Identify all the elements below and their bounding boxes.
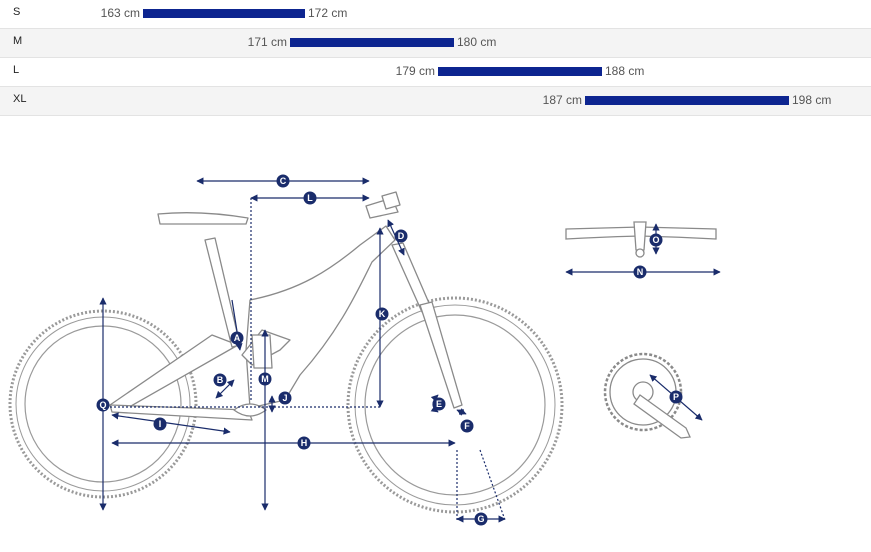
marker-letter: C [280, 176, 287, 186]
size-label: M [13, 35, 23, 47]
height-max: 180 cm [457, 35, 497, 49]
size-row-s: S 163 cm 172 cm [0, 0, 871, 29]
marker-letter: O [652, 235, 659, 245]
marker-i: I [153, 417, 167, 431]
marker-letter: M [261, 374, 269, 384]
marker-letter: D [398, 231, 405, 241]
size-chart: S 163 cm 172 cm M 171 cm 180 cm L 179 cm… [0, 0, 871, 116]
height-range-bar [143, 9, 305, 18]
marker-n: N [633, 265, 647, 279]
marker-letter: B [217, 375, 224, 385]
geometry-markers: A B C D E F G H I J K L M N O P Q [96, 174, 683, 526]
size-row-l: L 179 cm 188 cm [0, 58, 871, 87]
marker-badge [96, 398, 110, 412]
height-min: 163 cm [100, 6, 140, 20]
marker-o: O [649, 233, 663, 247]
marker-badge [669, 390, 683, 404]
height-min: 171 cm [247, 35, 287, 49]
marker-letter: A [234, 333, 241, 343]
marker-c: C [276, 174, 290, 188]
marker-letter: G [477, 514, 484, 524]
marker-badge [213, 373, 227, 387]
marker-badge [230, 331, 244, 345]
height-range-bar [290, 38, 454, 47]
size-label: L [13, 64, 20, 76]
marker-letter: J [282, 393, 287, 403]
handlebar [565, 221, 717, 258]
marker-badge [258, 372, 272, 386]
marker-badge [649, 233, 663, 247]
marker-badge [474, 512, 488, 526]
bike-frame [109, 191, 463, 421]
marker-letter: E [436, 399, 442, 409]
front-wheel [346, 296, 564, 514]
marker-h: H [297, 436, 311, 450]
size-row-m: M 171 cm 180 cm [0, 29, 871, 58]
height-max: 198 cm [792, 93, 832, 107]
marker-badge [297, 436, 311, 450]
height-max: 172 cm [308, 6, 348, 20]
marker-badge [278, 391, 292, 405]
marker-badge [460, 419, 474, 433]
height-range: 187 cm 198 cm [543, 93, 832, 107]
marker-letter: I [159, 419, 162, 429]
marker-letter: Q [99, 400, 106, 410]
marker-badge [153, 417, 167, 431]
marker-badge [375, 307, 389, 321]
marker-g: G [474, 512, 488, 526]
marker-e: E [432, 397, 446, 411]
marker-badge [303, 191, 317, 205]
height-range: 163 cm 172 cm [101, 6, 348, 20]
marker-letter: F [464, 421, 470, 431]
marker-d: D [394, 229, 408, 243]
height-min: 187 cm [542, 93, 582, 107]
marker-m: M [258, 372, 272, 386]
marker-badge [633, 265, 647, 279]
marker-letter: N [637, 267, 644, 277]
marker-letter: H [301, 438, 308, 448]
size-label: XL [13, 93, 27, 105]
marker-badge [276, 174, 290, 188]
marker-l: L [303, 191, 317, 205]
height-range: 171 cm 180 cm [248, 35, 497, 49]
size-label: S [13, 6, 21, 18]
size-row-xl: XL 187 cm 198 cm [0, 87, 871, 116]
marker-q: Q [96, 398, 110, 412]
height-max: 188 cm [605, 64, 645, 78]
marker-badge [432, 397, 446, 411]
height-range: 179 cm 188 cm [396, 64, 645, 78]
marker-j: J [278, 391, 292, 405]
marker-badge [394, 229, 408, 243]
height-range-bar [585, 96, 789, 105]
marker-letter: P [673, 392, 679, 402]
marker-p: P [669, 390, 683, 404]
height-range-bar [438, 67, 602, 76]
marker-letter: L [307, 193, 313, 203]
marker-f: F [460, 419, 474, 433]
marker-b: B [213, 373, 227, 387]
marker-k: K [375, 307, 389, 321]
marker-letter: K [379, 309, 386, 319]
bike-geometry-diagram: A B C D E F G H I J K L M N O P Q [8, 174, 721, 526]
height-min: 179 cm [395, 64, 435, 78]
marker-a: A [230, 331, 244, 345]
